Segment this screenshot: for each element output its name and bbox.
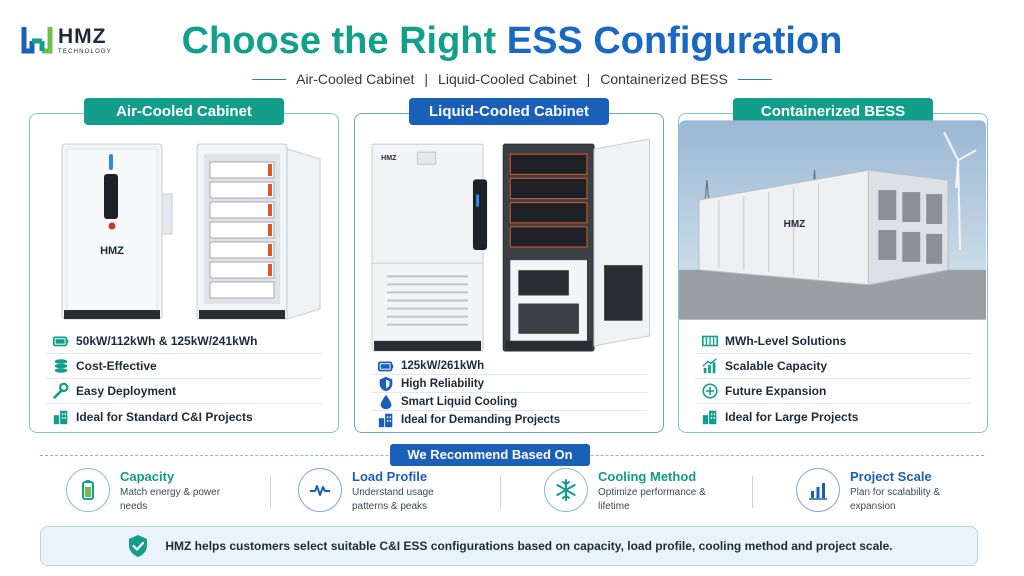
feature-row: Cost-Effective (46, 354, 322, 379)
plus-circle-icon (695, 382, 725, 400)
battery-icon (371, 357, 401, 375)
subtitle-separator: | (424, 71, 429, 87)
feature-row: Ideal for Demanding Projects (371, 411, 647, 429)
wrench-icon (46, 382, 76, 400)
divider (270, 476, 271, 508)
subtitle-line-left (252, 78, 287, 80)
feature-label: High Reliability (401, 377, 485, 390)
subtitle-item-air: Air-Cooled Cabinet (296, 71, 415, 87)
card-title: Air-Cooled Cabinet (84, 98, 284, 125)
recommend-item-project-scale: Project Scale Plan for scalability & exp… (796, 468, 970, 516)
subtitle-item-liquid: Liquid-Cooled Cabinet (438, 71, 577, 87)
card-containerized: Containerized BESS (678, 98, 988, 433)
page-title: Choose the Right ESS Configuration (0, 20, 1024, 63)
page-subtitle: Air-Cooled Cabinet | Liquid-Cooled Cabin… (0, 71, 1024, 87)
recommend-title: Load Profile (352, 469, 428, 484)
svg-text:HMZ: HMZ (100, 245, 124, 257)
coins-icon (46, 357, 76, 375)
brand-sub: TECHNOLOGY (58, 48, 113, 55)
feature-list: 125kW/261kWh High Reliability Smart Liqu… (371, 357, 647, 429)
hmz-logo-icon (21, 27, 53, 54)
divider (500, 476, 501, 508)
liquid-cooled-cabinet-image: HMZ (371, 138, 651, 352)
battery-icon (46, 332, 76, 350)
growth-chart-icon (695, 357, 725, 375)
shield-icon (371, 375, 401, 393)
feature-row: 50kW/112kWh & 125kW/241kWh (46, 329, 322, 354)
brand-name: HMZ (58, 24, 107, 48)
divider (752, 476, 753, 508)
card-air-cooled: Air-Cooled Cabinet HMZ (29, 98, 339, 433)
containerized-bess-image: HMZ (679, 120, 986, 320)
feature-row: 125kW/261kWh (371, 357, 647, 375)
recommend-item-load-profile: Load Profile Understand usage patterns &… (298, 468, 472, 516)
card-liquid-cooled: Liquid-Cooled Cabinet HMZ (354, 98, 664, 433)
feature-row: MWh-Level Solutions (695, 329, 971, 354)
feature-label: 125kW/261kWh (401, 359, 485, 372)
feature-label: 50kW/112kWh & 125kW/241kWh (76, 334, 258, 348)
recommend-heading: We Recommend Based On (390, 444, 590, 466)
feature-row: High Reliability (371, 375, 647, 393)
feature-row: Ideal for Large Projects (695, 404, 971, 429)
battery-icon (66, 468, 110, 512)
feature-label: Scalable Capacity (725, 359, 828, 373)
recommend-title: Cooling Method (598, 469, 697, 484)
feature-label: MWh-Level Solutions (725, 334, 847, 348)
summary-banner: HMZ helps customers select suitable C&I … (40, 526, 978, 566)
recommend-item-capacity: Capacity Match energy & power needs (66, 468, 240, 516)
waveform-icon (298, 468, 342, 512)
banner-text: HMZ helps customers select suitable C&I … (165, 539, 893, 553)
droplet-icon (371, 393, 401, 411)
feature-label: Ideal for Demanding Projects (401, 414, 561, 426)
recommend-title: Capacity (120, 469, 175, 484)
feature-list: 50kW/112kWh & 125kW/241kWh Cost-Effectiv… (46, 329, 322, 429)
feature-label: Cost-Effective (76, 359, 157, 373)
shield-check-icon (129, 535, 148, 557)
feature-row: Scalable Capacity (695, 354, 971, 379)
feature-label: Ideal for Standard C&I Projects (76, 409, 253, 424)
feature-label: Smart Liquid Cooling (401, 395, 518, 408)
subtitle-item-container: Containerized BESS (600, 71, 728, 87)
building-icon (371, 411, 401, 429)
recommend-desc: Understand usage patterns & peaks (352, 487, 434, 512)
feature-row: Smart Liquid Cooling (371, 393, 647, 411)
snowflake-icon (544, 468, 588, 512)
title-part2: ESS Configuration (506, 20, 843, 62)
feature-label: Future Expansion (725, 384, 827, 398)
title-part1: Choose the Right (181, 20, 497, 62)
svg-text:HMZ: HMZ (784, 219, 806, 230)
brand-logo: HMZ TECHNOLOGY (20, 20, 130, 60)
recommend-desc: Optimize performance & lifetime (598, 487, 706, 512)
recommend-item-cooling: Cooling Method Optimize performance & li… (544, 468, 718, 516)
recommend-desc: Match energy & power needs (120, 487, 221, 512)
bar-chart-icon (796, 468, 840, 512)
feature-list: MWh-Level Solutions Scalable Capacity Fu… (695, 329, 971, 429)
feature-row: Easy Deployment (46, 379, 322, 404)
feature-label: Easy Deployment (76, 384, 177, 398)
feature-row: Future Expansion (695, 379, 971, 404)
feature-row: Ideal for Standard C&I Projects (46, 404, 322, 429)
subtitle-line-right (737, 78, 772, 80)
recommend-title: Project Scale (850, 469, 932, 484)
building-icon (695, 408, 725, 426)
container-icon (695, 332, 725, 350)
recommend-desc: Plan for scalability & expansion (850, 487, 941, 512)
feature-label: Ideal for Large Projects (725, 409, 859, 424)
card-title: Liquid-Cooled Cabinet (409, 98, 609, 125)
svg-text:HMZ: HMZ (381, 155, 397, 162)
building-icon (46, 408, 76, 426)
air-cooled-cabinet-image: HMZ (61, 143, 321, 320)
subtitle-separator: | (586, 71, 591, 87)
